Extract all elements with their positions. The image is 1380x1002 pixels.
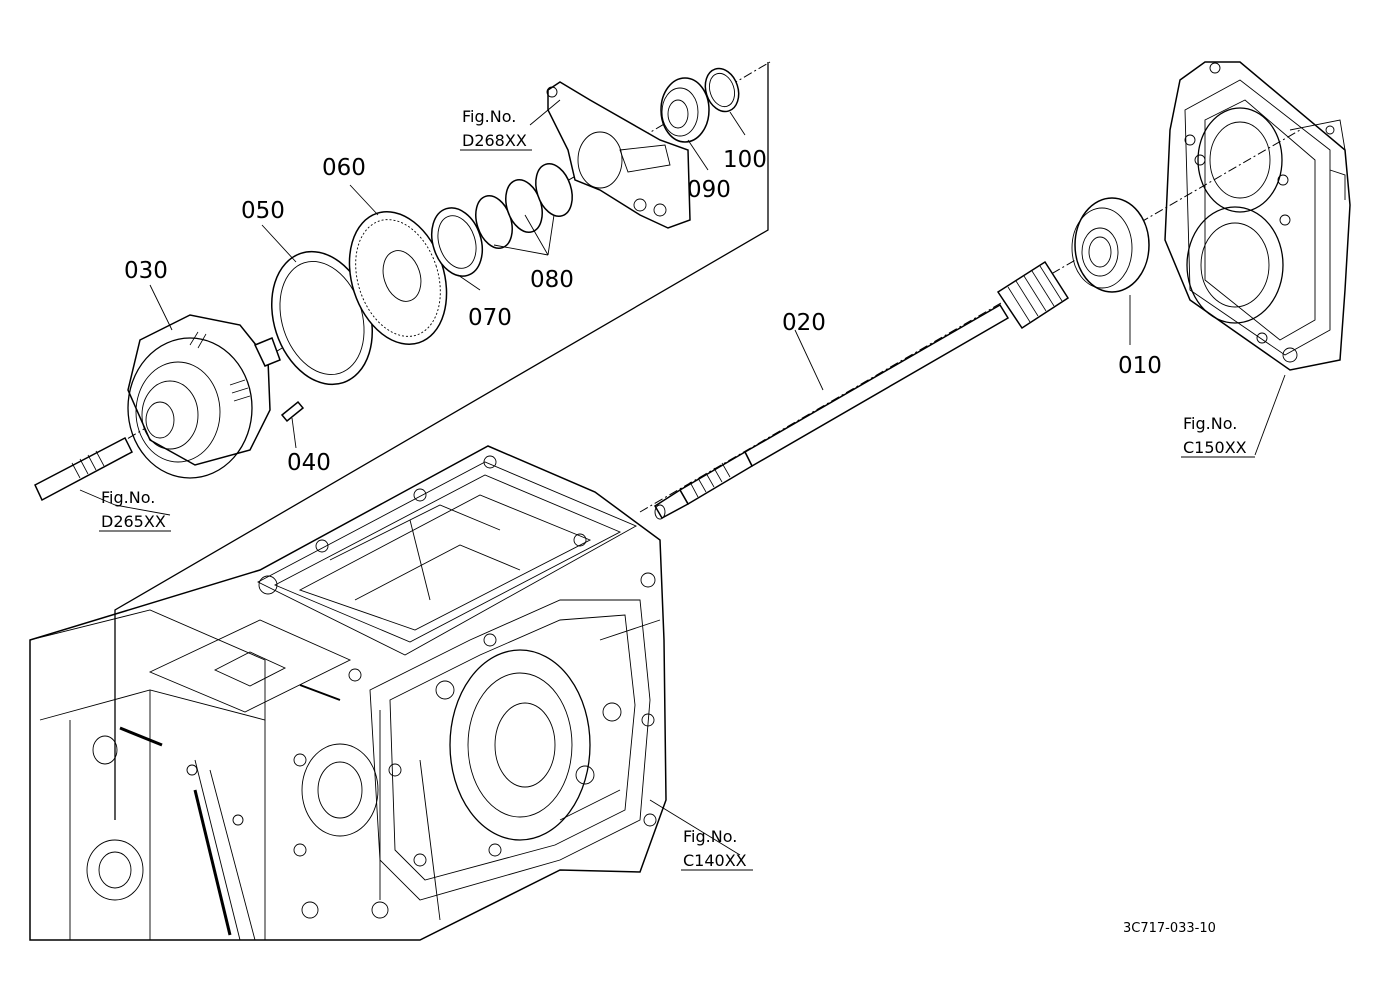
front-cover: [1164, 61, 1351, 371]
part-040-pin: [280, 400, 305, 423]
fig-code: D265XX: [101, 512, 166, 531]
label-050: 050: [241, 198, 285, 224]
fig-label: Fig.No.: [101, 488, 155, 507]
transmission-case: [29, 445, 667, 941]
part-labels: 010 020 030 040 050 060 070 080 090 100: [124, 147, 1162, 476]
fig-code: C150XX: [1183, 438, 1247, 457]
fig-code: C140XX: [683, 851, 747, 870]
label-060: 060: [322, 155, 366, 181]
part-030-clutch-pack: [34, 314, 281, 502]
figure-ref-c140[interactable]: Fig.No. C140XX: [681, 827, 753, 871]
label-070: 070: [468, 305, 512, 331]
fig-label: Fig.No.: [683, 827, 737, 846]
label-100: 100: [723, 147, 767, 173]
label-090: 090: [687, 177, 731, 203]
label-020: 020: [782, 310, 826, 336]
figure-ref-d268[interactable]: Fig.No. D268XX: [460, 107, 532, 151]
label-040: 040: [287, 450, 331, 476]
label-010: 010: [1118, 353, 1162, 379]
part-010-bearing: [1071, 197, 1150, 293]
fig-label: Fig.No.: [1183, 414, 1237, 433]
housing-d268: [546, 81, 691, 229]
label-080: 080: [530, 267, 574, 293]
label-leaders: [79, 99, 1286, 856]
fig-label: Fig.No.: [462, 107, 516, 126]
figure-ref-c150[interactable]: Fig.No. C150XX: [1181, 414, 1255, 458]
part-070-seal: [430, 207, 484, 277]
part-080-rings: [475, 163, 573, 249]
part-020-shaft: [653, 260, 1070, 520]
drawing-number: 3C717-033-10: [1123, 921, 1216, 936]
figure-ref-d265[interactable]: Fig.No. D265XX: [99, 488, 171, 532]
fig-code: D268XX: [462, 131, 527, 150]
part-090-bearing: [660, 77, 710, 143]
part-100-snap-ring: [704, 67, 740, 113]
label-030: 030: [124, 258, 168, 284]
